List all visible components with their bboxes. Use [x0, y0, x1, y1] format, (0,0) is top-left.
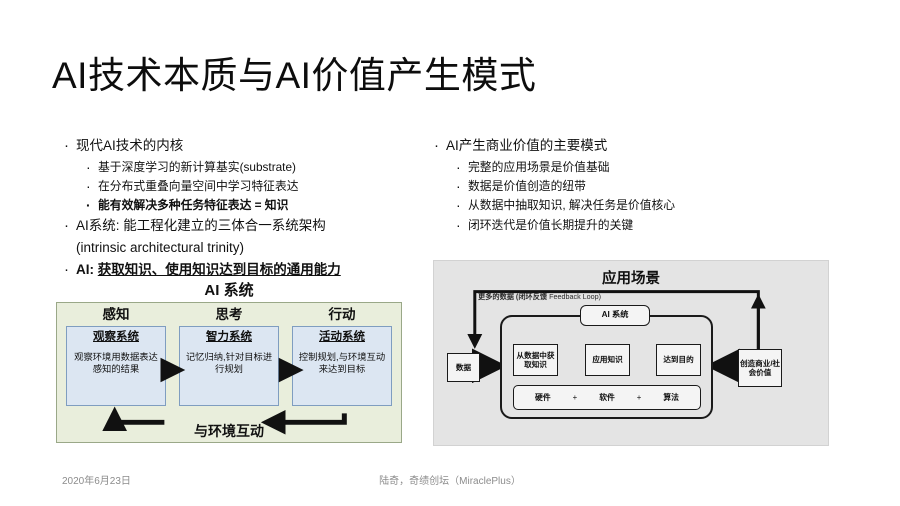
triad-box-body-intelligence: 记忆归纳,针对目标进行规划 — [185, 351, 273, 375]
arrow-loop-to-perception — [102, 406, 165, 432]
bullet-r2-1: 完整的应用场景是价值基础 — [432, 157, 772, 178]
ai-definition-text: 获取知识、使用知识达到目标的通用能力 — [97, 261, 341, 277]
triad-heading-thinking: 思考 — [215, 307, 243, 323]
triad-columns: 感知 观察系统 观察环境用数据表达感知的结果 思考 智力系统 记忆归纳,针对目标… — [57, 303, 401, 407]
triad-box-title-intelligence: 智力系统 — [206, 331, 252, 344]
footer-author: 陆奇，奇绩创坛（MiraclePlus） — [379, 476, 521, 487]
left-bullet-list: 现代AI技术的内核 基于深度学习的新计算基实(substrate) 在分布式重叠… — [62, 135, 412, 282]
bullet-l2-2: 在分布式重叠向量空间中学习特征表达 — [62, 176, 412, 197]
bullet-r2-2: 数据是价值创造的纽带 — [432, 176, 772, 197]
node-business-value: 创造商业/社会价值 — [738, 349, 782, 387]
bullet-r1-1: AI产生商业价值的主要模式 — [432, 135, 772, 157]
triad-column-perception: 感知 观察系统 观察环境用数据表达感知的结果 — [66, 307, 166, 407]
feedback-loop-label: 更多的数据 (闭环反馈 Feedback Loop) — [478, 292, 601, 302]
node-apply-knowledge: 应用知识 — [585, 344, 630, 376]
triad-box-body-observation: 观察环境用数据表达感知的结果 — [74, 351, 158, 375]
triad-box-body-activity: 控制规划,与环境互动来达到目标 — [298, 351, 386, 375]
triad-heading-action: 行动 — [328, 307, 356, 323]
triad-column-thinking: 思考 智力系统 记忆归纳,针对目标进行规划 — [179, 307, 279, 407]
node-extract-knowledge: 从数据中获取知识 — [513, 344, 558, 376]
triad-box-activity: 活动系统 控制规划,与环境互动来达到目标 — [292, 326, 392, 407]
triad-box-title-activity: 活动系统 — [319, 331, 365, 344]
right-bullet-list: AI产生商业价值的主要模式 完整的应用场景是价值基础 数据是价值创造的纽带 从数… — [432, 135, 772, 236]
bullet-l1-3: AI: 获取知识、使用知识达到目标的通用能力 — [62, 259, 412, 281]
triad-box-title-observation: 观察系统 — [93, 331, 139, 344]
feedback-loop-label-en: Feedback Loop) — [549, 292, 602, 301]
stack-plus-1: + — [572, 392, 578, 402]
bullet-r2-4: 闭环迭代是价值长期提升的关键 — [432, 215, 772, 236]
footer-date: 2020年6月23日 — [62, 476, 131, 487]
figure-application-scenario-title: 应用场景 — [602, 271, 660, 287]
bullet-l1-1: 现代AI技术的内核 — [62, 135, 412, 157]
node-data: 数据 — [447, 353, 480, 382]
node-reach-goal: 达到目的 — [656, 344, 701, 376]
bullet-r2-3: 从数据中抽取知识, 解决任务是价值核心 — [432, 195, 772, 216]
ai-definition-label: AI: — [76, 261, 94, 277]
triad-heading-perception: 感知 — [102, 307, 130, 323]
bullet-l1-2: AI系统: 能工程化建立的三体合一系统架构 — [62, 215, 412, 237]
triad-box-observation: 观察系统 观察环境用数据表达感知的结果 — [66, 326, 166, 407]
feedback-loop-label-cn: 更多的数据 (闭环反馈 — [478, 292, 548, 301]
bullet-l2-3: 能有效解决多种任务特征表达 = 知识 — [62, 195, 412, 216]
node-ai-system: AI 系统 — [580, 305, 650, 326]
triad-box-intelligence: 智力系统 记忆归纳,针对目标进行规划 — [179, 326, 279, 407]
stack-item-software: 软件 — [599, 392, 615, 402]
figure-ai-system-panel: 感知 观察系统 观察环境用数据表达感知的结果 思考 智力系统 记忆归纳,针对目标… — [56, 302, 402, 444]
bullet-l2-1: 基于深度学习的新计算基实(substrate) — [62, 157, 412, 178]
page-title: AI技术本质与AI价值产生模式 — [52, 55, 537, 96]
figure-ai-system: AI 系统 感知 观察系统 观察环境用数据表达感知的结果 思考 智力系统 记忆归… — [56, 282, 402, 450]
stack-item-algorithm: 算法 — [663, 392, 679, 402]
node-tech-stack: 硬件 + 软件 + 算法 — [513, 385, 701, 410]
bullet-l1-2-cont: (intrinsic architectural trinity) — [76, 239, 245, 255]
figure-application-scenario: 应用场景 更多的数据 (闭环反馈 Feedback Loop) AI 系统 数据… — [433, 260, 829, 446]
stack-item-hardware: 硬件 — [535, 392, 551, 402]
stack-plus-2: + — [636, 392, 642, 402]
triad-column-action: 行动 活动系统 控制规划,与环境互动来达到目标 — [292, 307, 392, 407]
figure-ai-system-footer-label: 与环境互动 — [194, 423, 264, 440]
figure-ai-system-title: AI 系统 — [204, 282, 254, 299]
arrow-action-loop-left — [260, 410, 347, 435]
